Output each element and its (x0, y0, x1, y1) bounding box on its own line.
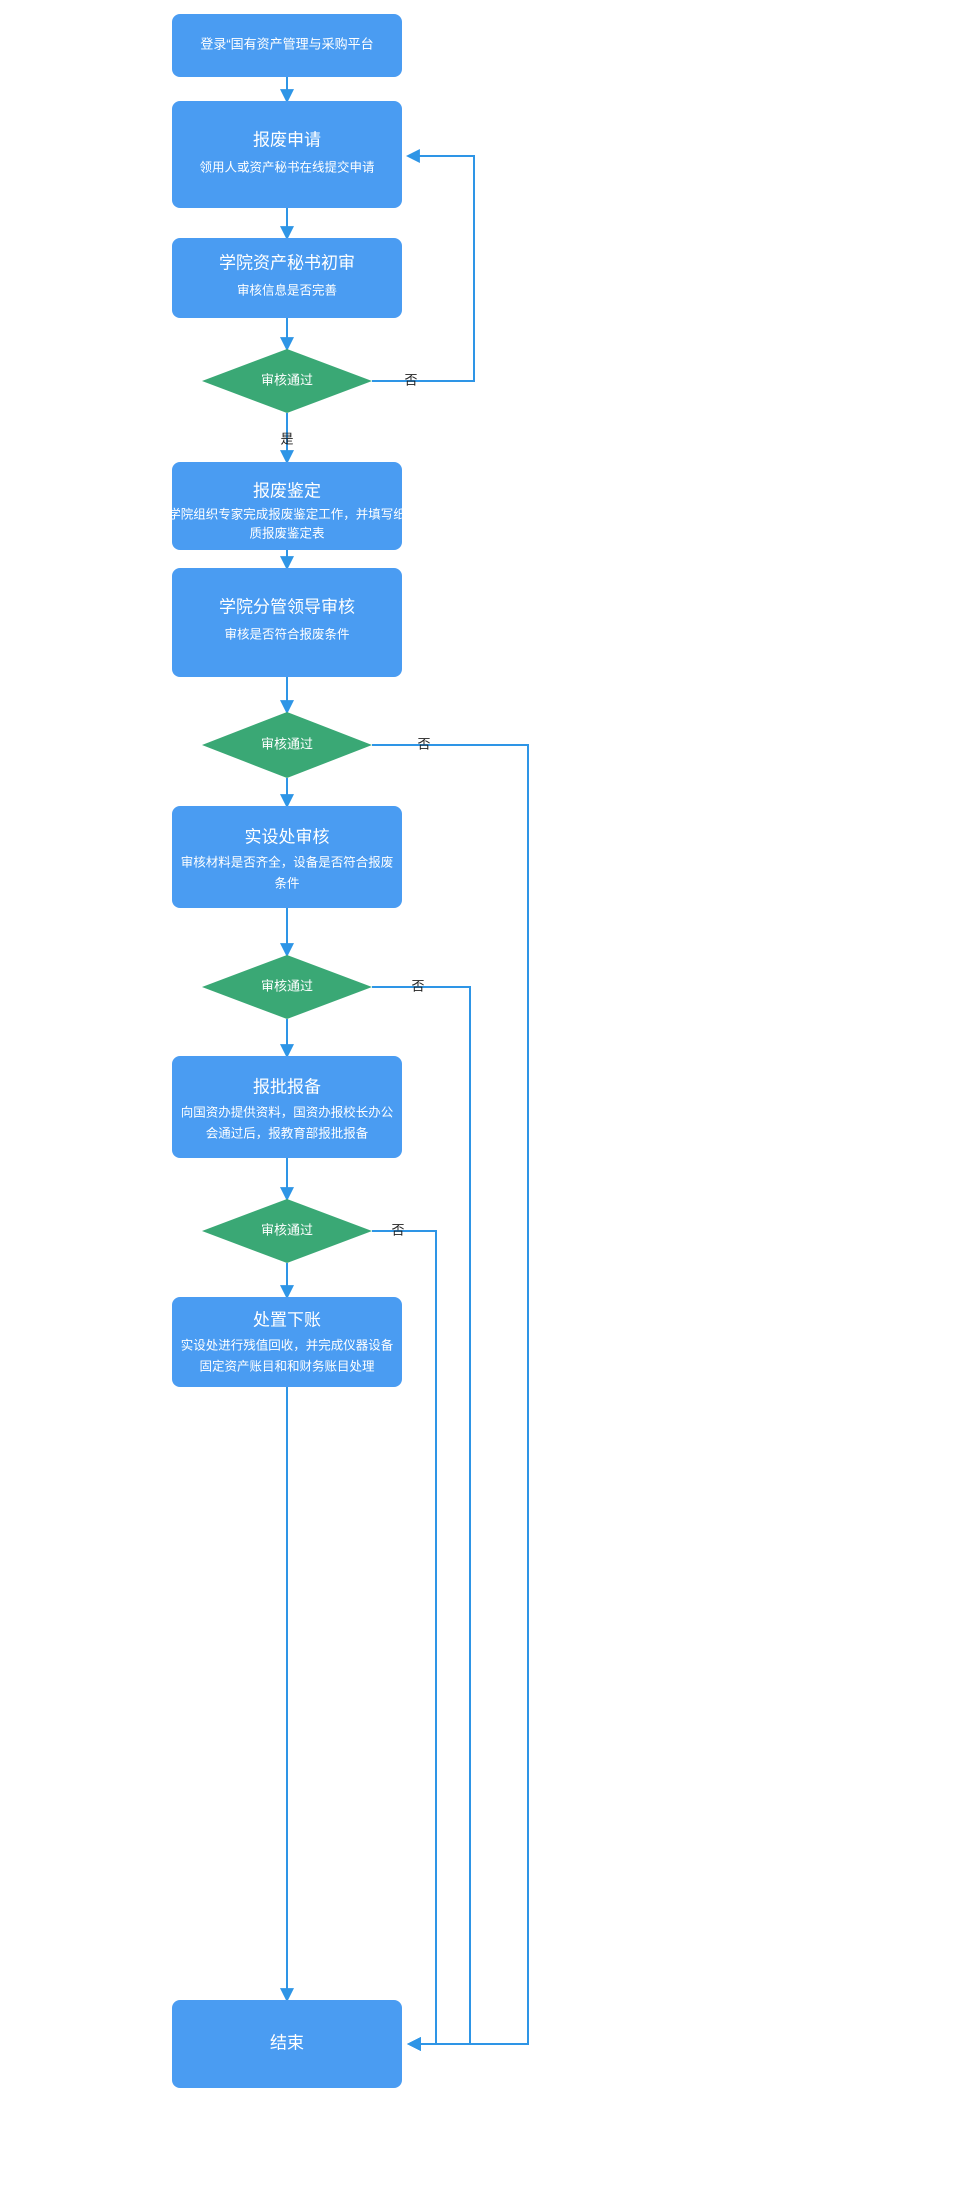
node-disposal-shape[interactable] (172, 1297, 402, 1387)
node-approval-filing-title: 报批报备 (253, 1077, 321, 1096)
node-start-title: 登录“国有资产管理与采购平台 (200, 36, 373, 51)
node-start[interactable]: 登录“国有资产管理与采购平台 (172, 14, 402, 77)
node-decision-4-label: 审核通过 (261, 1222, 313, 1237)
node-decision-2[interactable]: 审核通过 (202, 712, 372, 778)
node-approval-filing-subtitle-line2: 会通过后，报教育部报批报备 (206, 1125, 369, 1140)
node-secretary-review[interactable]: 学院资产秘书初审 审核信息是否完善 (172, 238, 402, 318)
node-secretary-review-shape[interactable] (172, 238, 402, 318)
edge-decision3-no-to-end (372, 986, 471, 2051)
node-start-shape[interactable] (172, 14, 402, 77)
node-approval-filing[interactable]: 报批报备 向国资办提供资料，国资办报校长办公 会通过后，报教育部报批报备 (172, 1056, 402, 1158)
edge-label-no-1: 否 (404, 372, 417, 387)
edge-decision2-no-to-end (372, 744, 529, 2051)
node-college-leader-review-title: 学院分管领导审核 (219, 597, 355, 616)
node-approval-filing-subtitle-line1: 向国资办提供资料，国资办报校长办公 (181, 1104, 394, 1119)
edge-label-no-4: 否 (391, 1222, 404, 1237)
node-college-leader-review-shape[interactable] (172, 568, 402, 677)
node-appraisal-subtitle-line1: 学院组织专家完成报废鉴定工作，并填写纸 (168, 506, 406, 521)
node-decision-3[interactable]: 审核通过 (202, 955, 372, 1019)
node-lab-office-review-shape[interactable] (172, 806, 402, 908)
node-apply-title: 报废申请 (253, 130, 321, 149)
node-end-title: 结束 (270, 2033, 304, 2052)
node-disposal-subtitle-line1: 实设处进行残值回收，并完成仪器设备 (181, 1337, 394, 1352)
node-apply-subtitle: 领用人或资产秘书在线提交申请 (199, 159, 374, 174)
edge-label-no-3: 否 (411, 978, 424, 993)
node-lab-office-review-subtitle-line2: 条件 (274, 876, 299, 890)
node-appraisal-shape[interactable] (172, 462, 402, 550)
node-lab-office-review[interactable]: 实设处审核 审核材料是否齐全，设备是否符合报废 条件 (172, 806, 402, 908)
node-lab-office-review-subtitle-line1: 审核材料是否齐全，设备是否符合报废 (181, 854, 394, 869)
node-end[interactable]: 结束 (172, 2000, 402, 2088)
edge-decision4-no-to-end (372, 1230, 437, 2051)
node-secretary-review-subtitle: 审核信息是否完善 (237, 282, 337, 297)
node-disposal[interactable]: 处置下账 实设处进行残值回收，并完成仪器设备 固定资产账目和和财务账目处理 (172, 1297, 402, 1387)
node-decision-1-shape[interactable] (202, 349, 372, 413)
node-college-leader-review-subtitle: 审核是否符合报废条件 (224, 626, 349, 641)
node-college-leader-review[interactable]: 学院分管领导审核 审核是否符合报废条件 (172, 568, 402, 677)
node-apply-shape[interactable] (172, 101, 402, 208)
node-decision-4-shape[interactable] (202, 1199, 372, 1263)
node-approval-filing-shape[interactable] (172, 1056, 402, 1158)
edge-label-yes: 是 (280, 431, 293, 446)
node-decision-1-label: 审核通过 (261, 372, 313, 387)
node-disposal-title: 处置下账 (253, 1310, 321, 1329)
edge-label-no-2: 否 (417, 736, 430, 751)
node-secretary-review-title: 学院资产秘书初审 (219, 253, 355, 272)
edge-decision1-no-to-apply (372, 149, 475, 382)
node-appraisal[interactable]: 报废鉴定 学院组织专家完成报废鉴定工作，并填写纸 质报废鉴定表 (168, 462, 406, 550)
node-lab-office-review-title: 实设处审核 (245, 827, 330, 846)
node-decision-1[interactable]: 审核通过 (202, 349, 372, 413)
node-decision-2-label: 审核通过 (261, 736, 313, 751)
node-appraisal-title: 报废鉴定 (253, 481, 321, 500)
node-end-shape[interactable] (172, 2000, 402, 2088)
node-appraisal-subtitle-line2: 质报废鉴定表 (249, 525, 325, 540)
node-decision-4[interactable]: 审核通过 (202, 1199, 372, 1263)
node-decision-3-label: 审核通过 (261, 978, 313, 993)
node-decision-3-shape[interactable] (202, 955, 372, 1019)
node-decision-2-shape[interactable] (202, 712, 372, 778)
node-apply[interactable]: 报废申请 领用人或资产秘书在线提交申请 (172, 101, 402, 208)
node-disposal-subtitle-line2: 固定资产账目和和财务账目处理 (199, 1358, 375, 1373)
